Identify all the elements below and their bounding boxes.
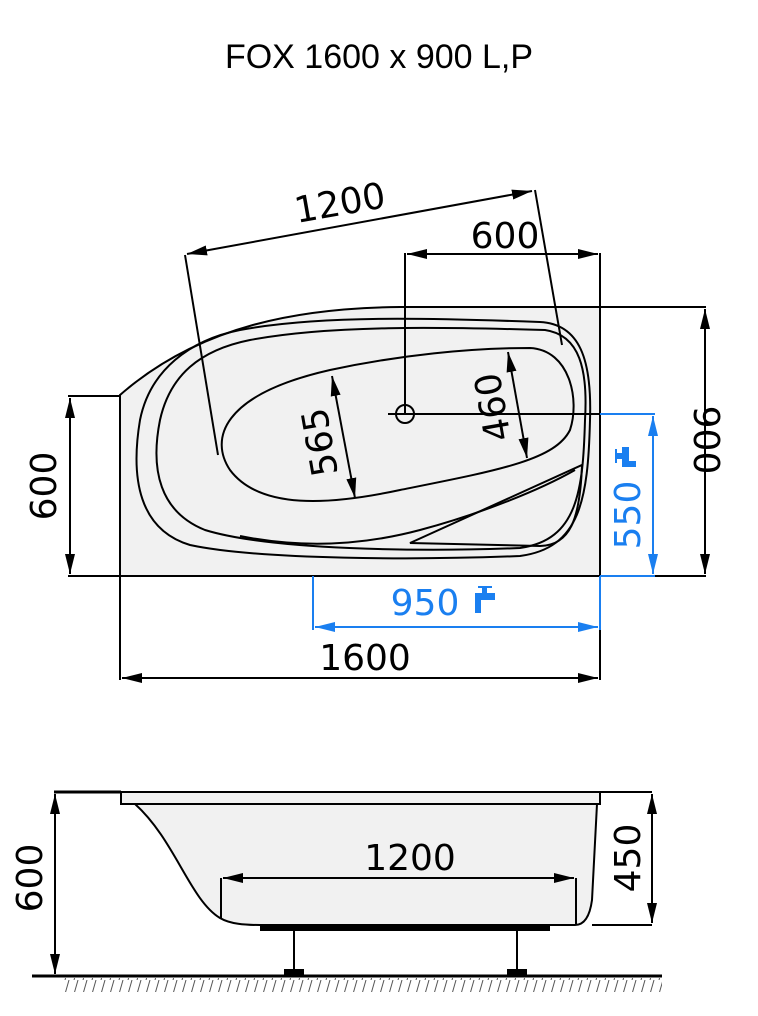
drain-crosshair-icon (395, 404, 415, 424)
tub-side-body (132, 803, 599, 926)
rim-contour (135, 317, 592, 560)
seat-wedge (409, 463, 584, 548)
tap-icon (475, 586, 495, 613)
tub-outline (119, 306, 601, 577)
tub-side-rim (120, 791, 601, 805)
tap-icon (615, 447, 636, 467)
dim-total-length-label: 1600 (319, 638, 411, 679)
rim-inner-contour (155, 326, 587, 551)
dim-1200-diagonal (186, 189, 533, 256)
top-view: 600 900 1600 600 1200 565 460 (24, 176, 726, 683)
base-plate (260, 925, 550, 931)
floor-hatch (62, 978, 662, 992)
dim-565 (330, 375, 357, 499)
basin-contour (220, 346, 575, 503)
page-title: FOX 1600 x 900 L,P (224, 38, 534, 76)
side-view: 600 450 1200 (10, 790, 662, 992)
dim-left-depth-label: 600 (24, 452, 65, 521)
dim-drain-offset-label: 600 (471, 216, 540, 257)
dim-diagonal-label: 1200 (291, 176, 388, 232)
dim-tub-depth-label: 450 (608, 824, 649, 893)
dim-tap-front-label: 550 (608, 481, 649, 550)
dim-460 (506, 351, 529, 459)
dim-total-height-label: 600 (10, 844, 51, 913)
lower-curve (239, 469, 576, 545)
dim-total-depth-label: 900 (685, 406, 726, 475)
dim-bottom-length-label: 1200 (364, 838, 456, 879)
dim-tap-right-label: 950 (391, 583, 460, 624)
